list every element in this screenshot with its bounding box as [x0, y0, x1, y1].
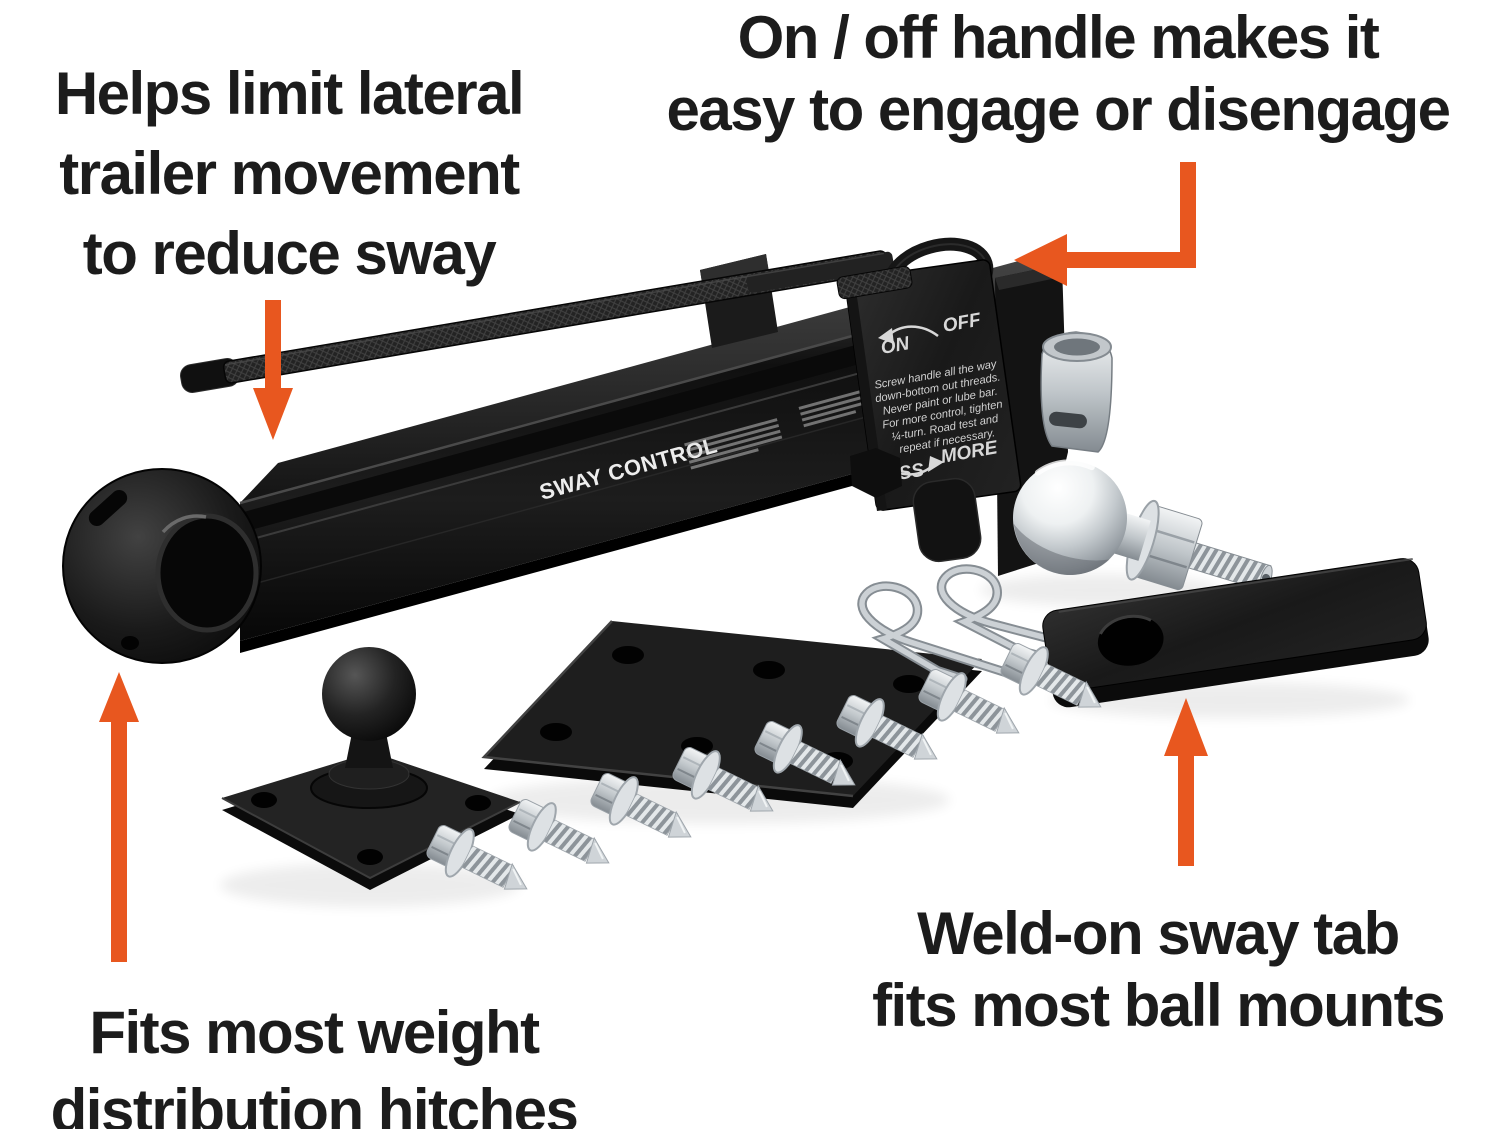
- onoff-label-plate: ON OFF Screw handle all the way down-bot…: [844, 259, 1022, 563]
- fine-print-block: [684, 383, 907, 470]
- callout-line: Fits most weight: [89, 999, 540, 1066]
- weld-on-sway-tab: [1042, 557, 1429, 708]
- callout-bottom-left: Fits most weight distribution hitches: [0, 994, 628, 1129]
- callout-line: easy to engage or disengage: [666, 76, 1451, 143]
- callout-bottom-right: Weld-on sway tab fits most ball mounts: [828, 898, 1488, 1042]
- knurled-handle: [180, 250, 894, 393]
- arrow-up-icon: [1164, 698, 1208, 866]
- tension-knob: [912, 477, 982, 563]
- callout-line: Helps limit lateral: [54, 60, 525, 127]
- label-instructions: Screw handle all the way down-bottom out…: [873, 358, 1003, 456]
- trailer-ball-plate: [221, 647, 521, 890]
- handle-tip: [836, 265, 913, 300]
- arrow-elbow-left-icon: [1014, 162, 1196, 286]
- callout-line: to reduce sway: [82, 220, 497, 287]
- callout-top-right: On / off handle makes it easy to engage …: [628, 2, 1488, 146]
- adjustment-bolt: [850, 448, 902, 498]
- socket-slot: [88, 489, 128, 527]
- callout-arrows: [99, 162, 1208, 962]
- callout-line: distribution hitches: [50, 1077, 579, 1129]
- sway-ball: [310, 647, 428, 809]
- zinc-socket-cup: [1040, 331, 1113, 453]
- callout-line: Weld-on sway tab: [917, 900, 1400, 967]
- bar-end-socket: [62, 468, 262, 664]
- arrow-down-icon: [253, 300, 293, 440]
- callout-line: On / off handle makes it: [737, 4, 1380, 71]
- arrow-up-icon: [99, 672, 139, 962]
- callout-line: fits most ball mounts: [872, 972, 1445, 1039]
- callout-top-left: Helps limit lateral trailer movement to …: [0, 54, 578, 294]
- callout-line: trailer movement: [59, 140, 520, 207]
